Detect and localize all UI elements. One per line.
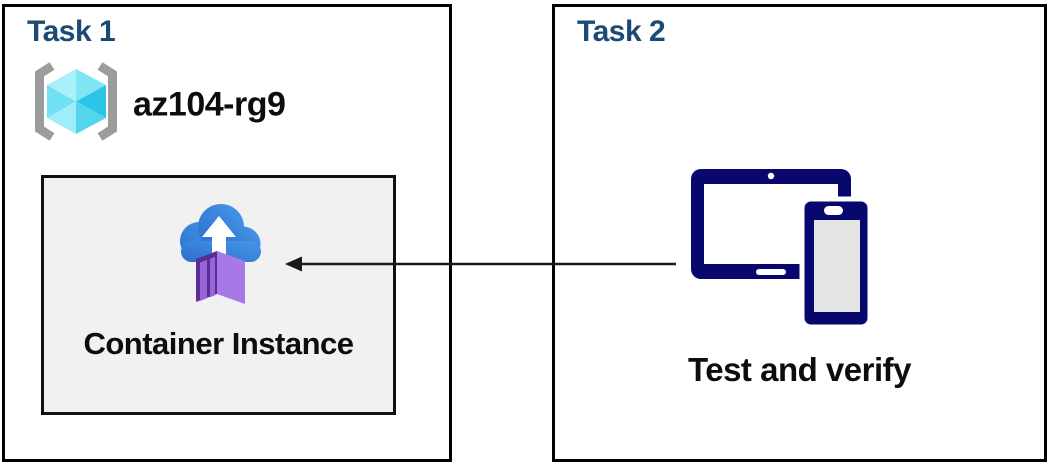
container-instance-icon [179, 204, 261, 304]
resource-group-name: az104-rg9 [133, 85, 286, 124]
container-instance-label: Container Instance [83, 326, 354, 361]
task1-title: Task 1 [27, 15, 116, 48]
resource-group: az104-rg9 [31, 59, 411, 151]
connector-arrow [285, 256, 676, 272]
container-box [195, 251, 245, 304]
tablet-phone-icon [691, 169, 873, 330]
container-instance-box: Container Instance [41, 175, 396, 415]
phone-shape [799, 196, 873, 330]
task1-box: Task 1 az104-rg9 [2, 4, 452, 462]
task2-box: Task 2 Test and verify [552, 4, 1047, 462]
resource-group-icon [35, 62, 117, 141]
task2-title: Task 2 [577, 15, 666, 48]
test-verify-label: Test and verify [688, 351, 911, 388]
